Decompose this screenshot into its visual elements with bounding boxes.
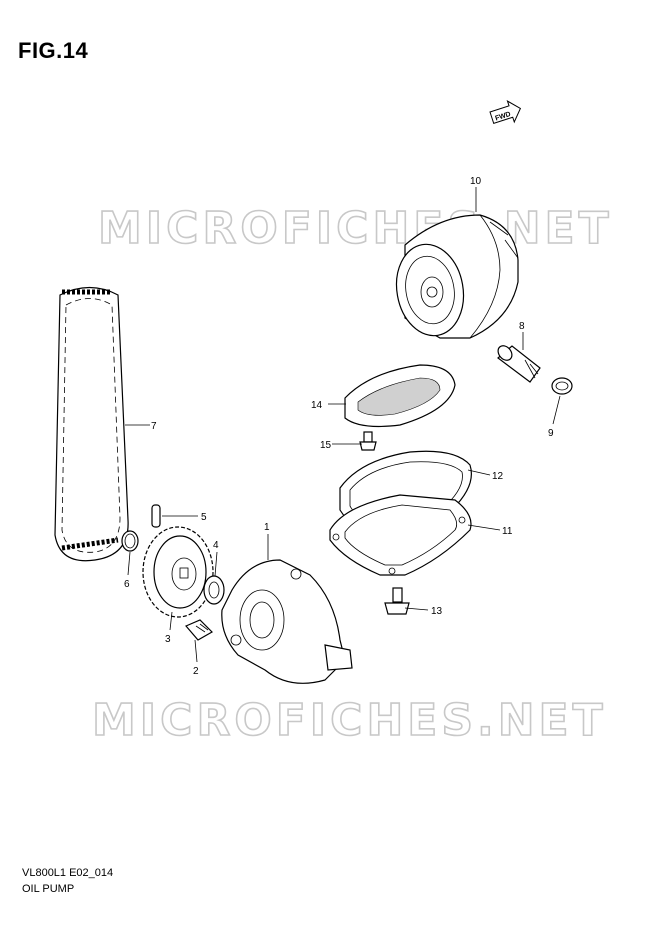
watermark-bottom: MICROFICHES.NET bbox=[92, 695, 607, 746]
bolt-13 bbox=[384, 587, 410, 615]
leader-lines bbox=[125, 187, 561, 663]
callout-6: 6 bbox=[124, 579, 130, 590]
callout-4: 4 bbox=[213, 540, 219, 551]
washer-9 bbox=[551, 377, 573, 395]
footer-code: VL800L1 E02_014 bbox=[22, 867, 114, 879]
callout-15: 15 bbox=[320, 440, 332, 451]
washer-4 bbox=[203, 575, 225, 605]
callout-11: 11 bbox=[502, 526, 513, 537]
fwd-label: FWD bbox=[494, 111, 511, 123]
oil-strainer bbox=[344, 364, 456, 428]
bolt-2 bbox=[185, 619, 213, 641]
callout-3: 3 bbox=[165, 634, 171, 645]
drive-chain bbox=[54, 286, 129, 562]
footer-name: OIL PUMP bbox=[22, 883, 75, 895]
oil-pump-body bbox=[221, 559, 353, 684]
fwd-arrow-icon: FWD bbox=[489, 99, 522, 125]
bolt-15 bbox=[359, 431, 377, 451]
callout-1: 1 bbox=[264, 522, 270, 533]
oil-pan-cover bbox=[329, 494, 472, 576]
callout-13: 13 bbox=[431, 606, 443, 617]
watermark-top: MICROFICHES.NET bbox=[98, 203, 613, 254]
callout-14: 14 bbox=[311, 400, 323, 411]
callout-10: 10 bbox=[470, 176, 482, 187]
union-bolt bbox=[497, 345, 541, 383]
figure-title: FIG.14 bbox=[18, 38, 89, 63]
oil-filter bbox=[395, 214, 519, 339]
dowel-pin bbox=[151, 504, 161, 528]
circlip bbox=[121, 530, 139, 552]
callout-2: 2 bbox=[193, 666, 199, 677]
callout-5: 5 bbox=[201, 512, 207, 523]
callout-7: 7 bbox=[151, 421, 157, 432]
pump-sprocket bbox=[142, 526, 214, 618]
callout-9: 9 bbox=[548, 428, 554, 439]
callout-12: 12 bbox=[492, 471, 504, 482]
callout-8: 8 bbox=[519, 321, 525, 332]
